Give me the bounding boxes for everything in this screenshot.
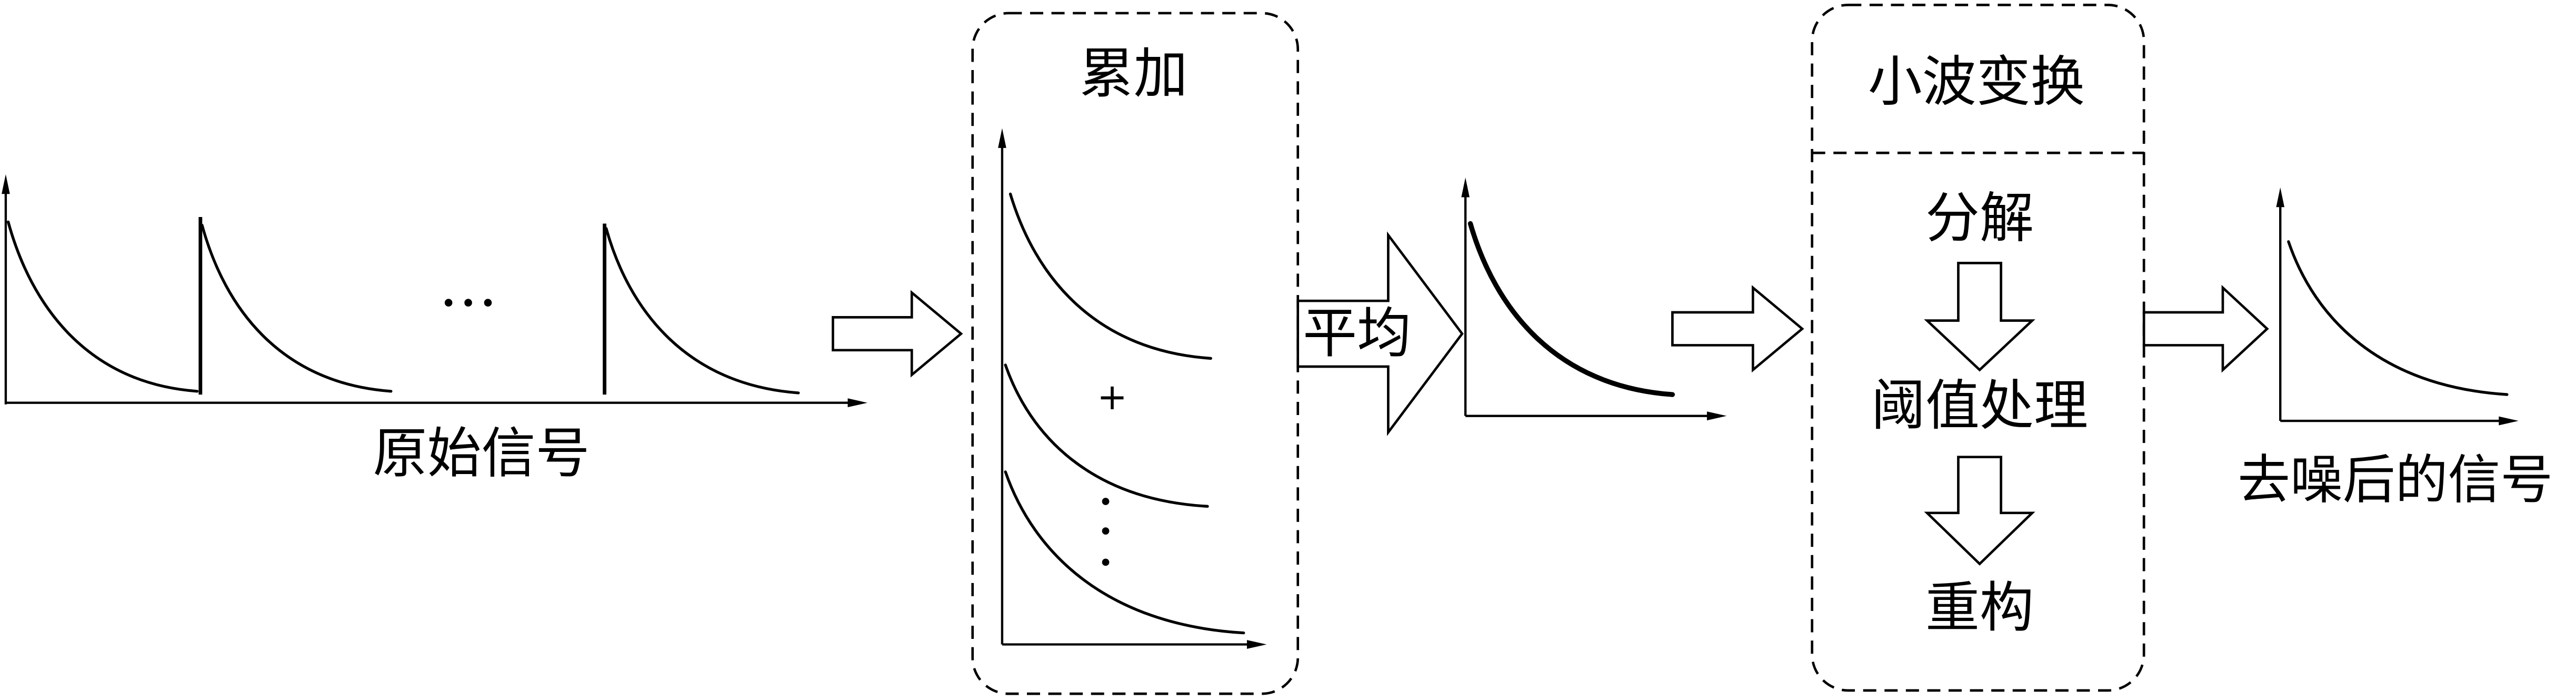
averaging-label: 平均: [1303, 302, 1411, 365]
wavelet-down-arrow-2: [1924, 456, 2035, 566]
original-x-axis-arrowhead: [847, 398, 867, 408]
averaged-y-axis-arrowhead: [1461, 178, 1470, 198]
flow-arrow-4: [2142, 284, 2269, 373]
denoised-signal-label: 去噪后的信号: [2238, 449, 2553, 511]
accumulation-curve-1: [1009, 192, 1212, 360]
accumulation-vertical-dot-2: [1102, 527, 1110, 535]
original-signal-label: 原始信号: [373, 422, 590, 485]
denoised-signal-plot: 去噪后的信号: [2238, 187, 2553, 511]
flow-arrow-1: [832, 290, 963, 378]
denoised-y-axis-arrowhead: [2276, 187, 2284, 208]
wavelet-title: 小波变换: [1868, 50, 2085, 113]
original-y-axis-arrowhead: [2, 174, 10, 194]
original-ellipsis: …: [438, 252, 497, 320]
averaging-arrow: 平均: [1296, 231, 1464, 436]
accumulation-title: 累加: [1080, 42, 1188, 105]
original-decay-curve-3: [605, 227, 800, 395]
original-decay-curve-2: [201, 223, 393, 393]
original-decay-curve-1: [6, 220, 199, 393]
wavelet-transform-box: 小波变换 分解 阈值处理 重构: [1811, 4, 2145, 692]
wavelet-step-threshold: 阈值处理: [1871, 374, 2088, 437]
accumulation-y-axis-arrowhead: [998, 128, 1006, 148]
accumulation-vertical-dot-3: [1102, 558, 1110, 566]
flow-arrow-3: [1671, 285, 1804, 373]
averaged-x-axis-arrowhead: [1706, 411, 1727, 421]
accumulation-curve-2: [1004, 363, 1209, 508]
accumulation-box: 累加 +: [971, 12, 1300, 695]
original-signal-plot: … 原始信号: [2, 174, 867, 485]
averaged-decay-curve: [1467, 221, 1675, 397]
averaging-arrow-shape: [1296, 231, 1464, 436]
wavelet-step-decompose: 分解: [1925, 186, 2034, 250]
accumulation-dashed-border: [971, 12, 1300, 695]
denoised-decay-curve: [2287, 240, 2509, 396]
wavelet-down-arrow-1: [1924, 262, 2035, 372]
averaged-signal-plot: [1461, 178, 1727, 421]
accumulation-x-axis-arrowhead: [1246, 640, 1267, 649]
accumulation-plus-sign: +: [1097, 376, 1127, 418]
denoised-x-axis-arrowhead: [2499, 416, 2519, 426]
accumulation-vertical-dot-1: [1102, 498, 1110, 505]
accumulation-curve-3: [1004, 470, 1245, 635]
wavelet-dashed-border: [1811, 4, 2145, 692]
wavelet-step-reconstruct: 重构: [1925, 576, 2034, 639]
